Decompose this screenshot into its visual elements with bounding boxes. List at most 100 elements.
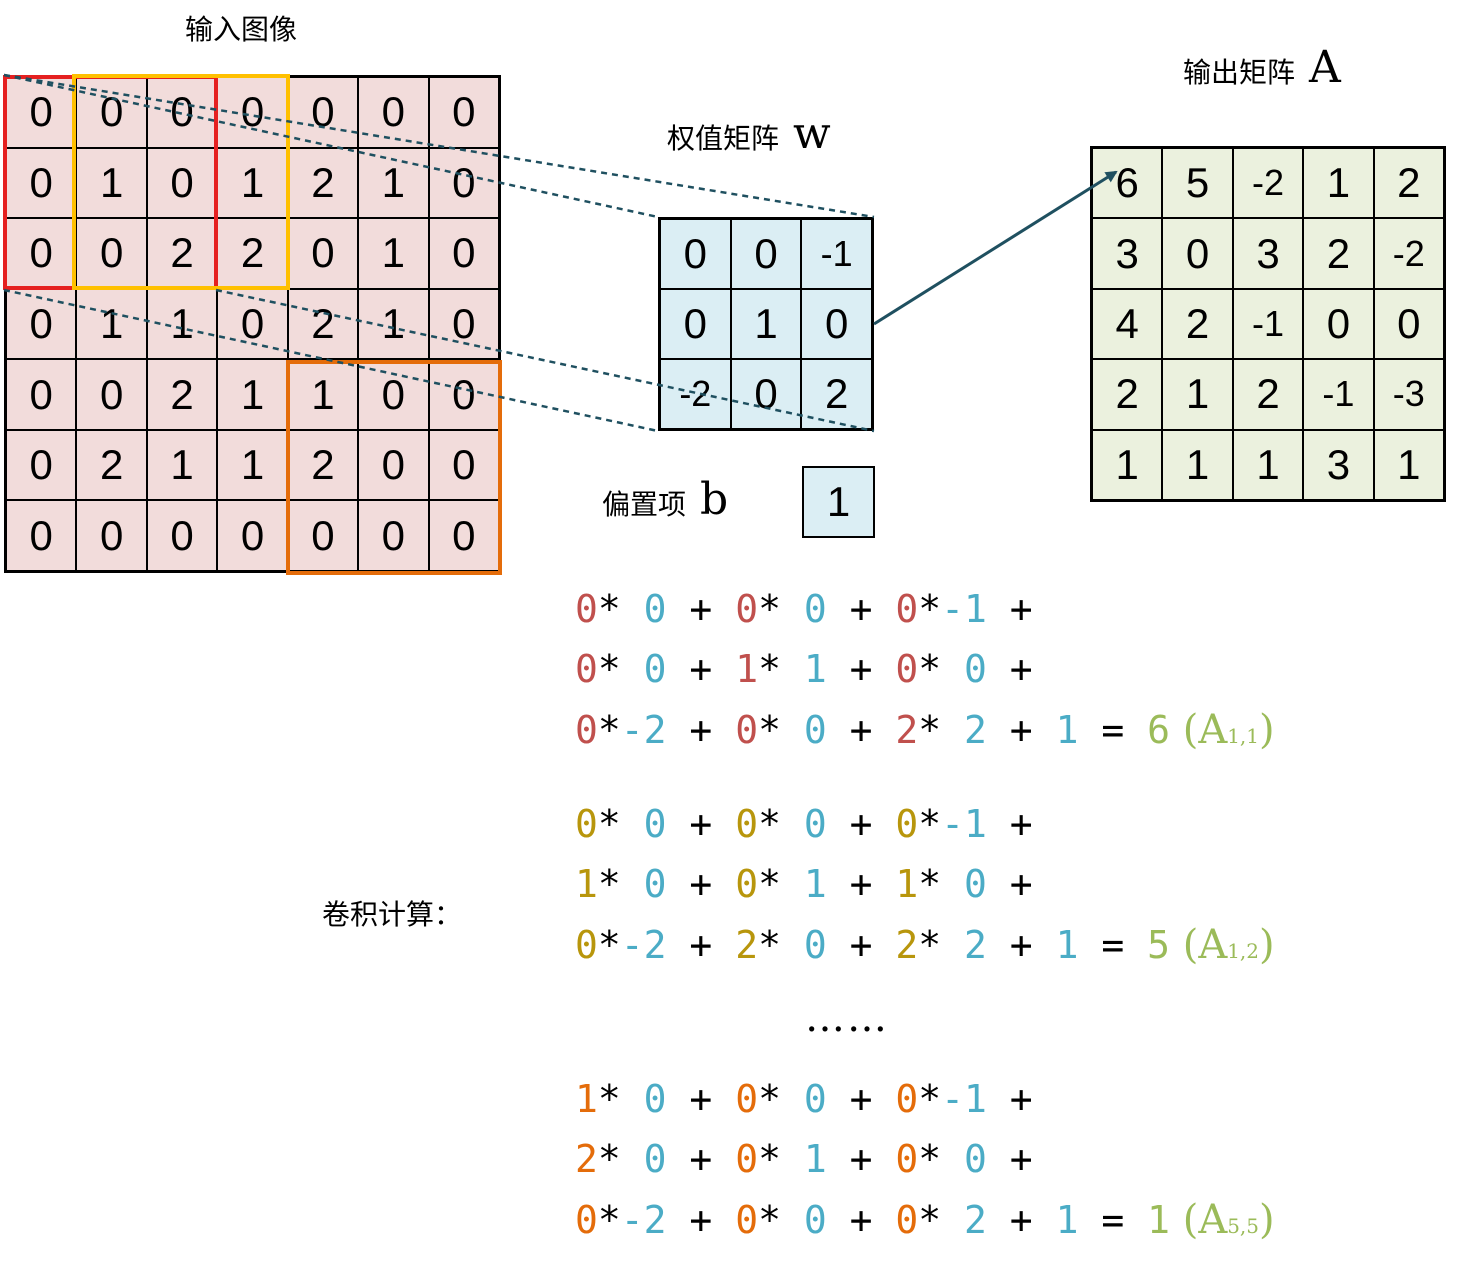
output-cell: 2 [1373, 148, 1444, 219]
output-cell: 1 [1162, 429, 1233, 500]
input-cell: 0 [146, 77, 218, 148]
output-cell: -1 [1232, 288, 1304, 360]
weight-cell: 0 [801, 289, 872, 359]
equation-token: + [826, 708, 896, 752]
output-cell: 1 [1162, 359, 1233, 430]
output-cell: 2 [1303, 218, 1374, 289]
equation-token: 0 [575, 802, 598, 846]
equation-token: 0 [735, 1077, 759, 1121]
input-title: 输入图像 [185, 13, 298, 46]
result-label: (A5,5) [1169, 1197, 1275, 1243]
bias-value: 1 [826, 478, 851, 525]
equation-token: 1 [1147, 1198, 1170, 1242]
weight-cell: 0 [660, 289, 731, 359]
equation-line: 0*-2 + 2* 0 + 2* 2 + 1 = 5 (A1,2) [575, 925, 1275, 965]
equation-line: 0*-2 + 0* 0 + 2* 2 + 1 = 6 (A1,1) [575, 710, 1275, 750]
equation-token: = [1078, 923, 1148, 967]
input-cell: 0 [358, 500, 429, 571]
equation-token: + [666, 708, 736, 752]
input-cell: 0 [217, 288, 288, 360]
input-cell: 1 [217, 429, 288, 501]
equation-token: 0 [803, 1198, 827, 1242]
equation-token: 1 [1055, 1198, 1079, 1242]
calc-label: 卷积计算： [322, 898, 463, 931]
equation-token: * [597, 1137, 644, 1181]
input-cell: 0 [287, 77, 359, 148]
equation-token: -1 [941, 587, 987, 631]
equation-token: 0 [575, 708, 598, 752]
equation-token: 1 [575, 862, 598, 906]
equation-token: * [758, 802, 804, 846]
weight-cell: 0 [730, 359, 802, 429]
equation-token: * [597, 923, 621, 967]
equation-token: 0 [643, 587, 667, 631]
equation-token: -1 [941, 1077, 987, 1121]
output-cell: 1 [1303, 148, 1374, 219]
output-cell: 3 [1232, 218, 1304, 289]
input-cell: 0 [76, 218, 147, 289]
input-cell: 0 [76, 359, 147, 430]
input-cell: 0 [428, 77, 499, 148]
equation-token: 0 [575, 647, 598, 691]
result-label-sub: 1,1 [1227, 724, 1260, 748]
equation-token: + [666, 923, 736, 967]
equation-token: 0 [643, 802, 667, 846]
input-cell: 1 [146, 429, 218, 501]
equation-token: 0 [735, 802, 759, 846]
equation-token: + [986, 708, 1056, 752]
output-cell: 2 [1092, 359, 1163, 430]
input-cell: 0 [76, 500, 147, 571]
input-cell: 0 [358, 77, 429, 148]
weight-cell: 1 [730, 289, 802, 359]
input-cell: 0 [6, 429, 77, 501]
output-cell: 3 [1303, 429, 1374, 500]
equation-token: + [826, 802, 896, 846]
equation-token: 1 [1055, 708, 1079, 752]
equation-token: * [918, 923, 965, 967]
equation-token: + [666, 862, 736, 906]
input-cell: 1 [76, 288, 147, 360]
equation-token: + [826, 1077, 896, 1121]
equation-token: * [918, 587, 942, 631]
equation-token: + [986, 1077, 1033, 1121]
equation-token: + [826, 923, 896, 967]
equation-token: * [758, 708, 804, 752]
equation-token: 0 [964, 1137, 987, 1181]
equation-token: 1 [803, 862, 827, 906]
equation-token: 0 [735, 708, 759, 752]
equation-token: + [986, 923, 1056, 967]
input-cell: 2 [287, 147, 359, 219]
equation-token: + [826, 647, 896, 691]
equation-token: + [666, 1137, 736, 1181]
equation-token: * [918, 1198, 965, 1242]
equation-token: + [986, 1137, 1033, 1181]
equation-token: * [918, 708, 965, 752]
equation-token: 2 [895, 923, 919, 967]
equation-token: * [758, 1198, 804, 1242]
output-cell: 2 [1162, 288, 1233, 360]
equation-token: 1 [575, 1077, 598, 1121]
input-cell: 0 [428, 359, 499, 430]
equation-token: 2 [964, 1198, 987, 1242]
input-cell: 0 [146, 147, 218, 219]
weight-cell: -1 [801, 219, 872, 289]
equation-token: 0 [895, 1077, 919, 1121]
equation-token: 0 [895, 1137, 919, 1181]
equation-token: * [758, 862, 804, 906]
equation-token: * [918, 802, 942, 846]
input-cell: 0 [358, 429, 429, 501]
equation-token: * [758, 1137, 804, 1181]
output-cell: 0 [1162, 218, 1233, 289]
equation-token: 0 [803, 802, 827, 846]
input-cell: 1 [217, 359, 288, 430]
input-cell: 0 [217, 500, 288, 571]
equation-token: + [666, 802, 736, 846]
equation-token: 1 [803, 647, 827, 691]
equation-token: 2 [895, 708, 919, 752]
equation-token: * [597, 1198, 621, 1242]
input-cell: 0 [6, 218, 77, 289]
output-cell: -2 [1373, 218, 1444, 289]
input-cell: 2 [76, 429, 147, 501]
equation-token: 2 [575, 1137, 598, 1181]
